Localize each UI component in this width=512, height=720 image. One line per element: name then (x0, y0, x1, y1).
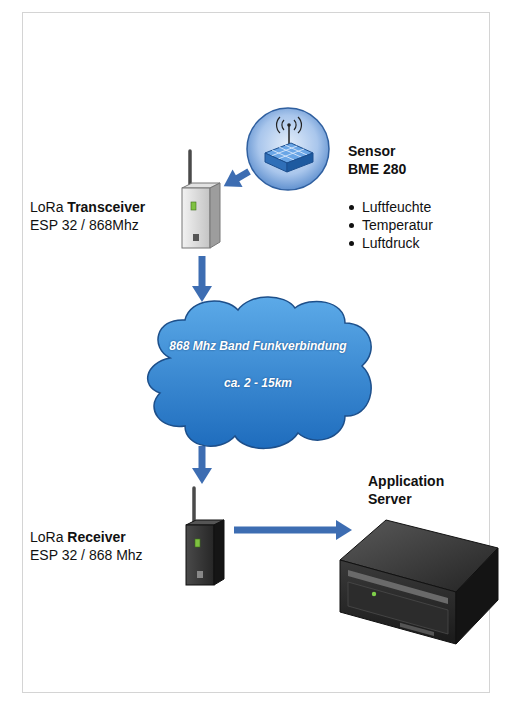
application-server-outline (340, 518, 498, 646)
transceiver-device-outline (178, 150, 222, 250)
bullet-item: Luftdruck (362, 234, 472, 252)
radio-cloud: 868 Mhz Band Funkverbindung ca. 2 - 15km (140, 288, 376, 456)
sensor-node-outline (245, 106, 331, 192)
receiver-device-outline (182, 487, 226, 591)
flow-arrow (192, 446, 212, 484)
arrow-head (224, 170, 243, 187)
flow-arrow (234, 520, 352, 540)
radio-cloud-outline (140, 288, 376, 456)
sensor-heading: Sensor BME 280 (348, 142, 424, 178)
arrow-shaft (236, 172, 249, 180)
arrow-shaft (199, 446, 206, 470)
bullet-item: Luftfeuchte (362, 198, 472, 216)
cloud-range: ca. 2 - 15km (140, 376, 376, 391)
arrow-head (192, 468, 212, 484)
arrow-head (336, 520, 352, 540)
transceiver-device: LoRa TransceiverESP 32 / 868Mhz (178, 150, 222, 250)
arrow-shaft (234, 527, 338, 534)
device-title: LoRa Transceiver (30, 198, 176, 216)
bullet-dot (349, 205, 354, 210)
bullet-dot (349, 241, 354, 246)
flow-arrow (224, 170, 249, 187)
cloud-title: 868 Mhz Band Funkverbindung (140, 339, 376, 354)
device-title: LoRa Receiver (30, 528, 180, 546)
bullet-dot (349, 223, 354, 228)
receiver-device: LoRa ReceiverESP 32 / 868 Mhz (182, 487, 226, 591)
arrow-head (192, 286, 212, 302)
device-spec: ESP 32 / 868Mhz (30, 216, 176, 234)
sensor-node: Sensor BME 280LuftfeuchteTemperaturLuftd… (245, 106, 331, 192)
bullet-item: Temperatur (362, 216, 472, 234)
device-spec: ESP 32 / 868 Mhz (30, 546, 180, 564)
server-title: Application Server (368, 472, 464, 508)
arrow-shaft (199, 256, 206, 288)
application-server: Application Server (340, 518, 498, 646)
frame-border (23, 13, 490, 693)
flow-arrow (192, 256, 212, 302)
